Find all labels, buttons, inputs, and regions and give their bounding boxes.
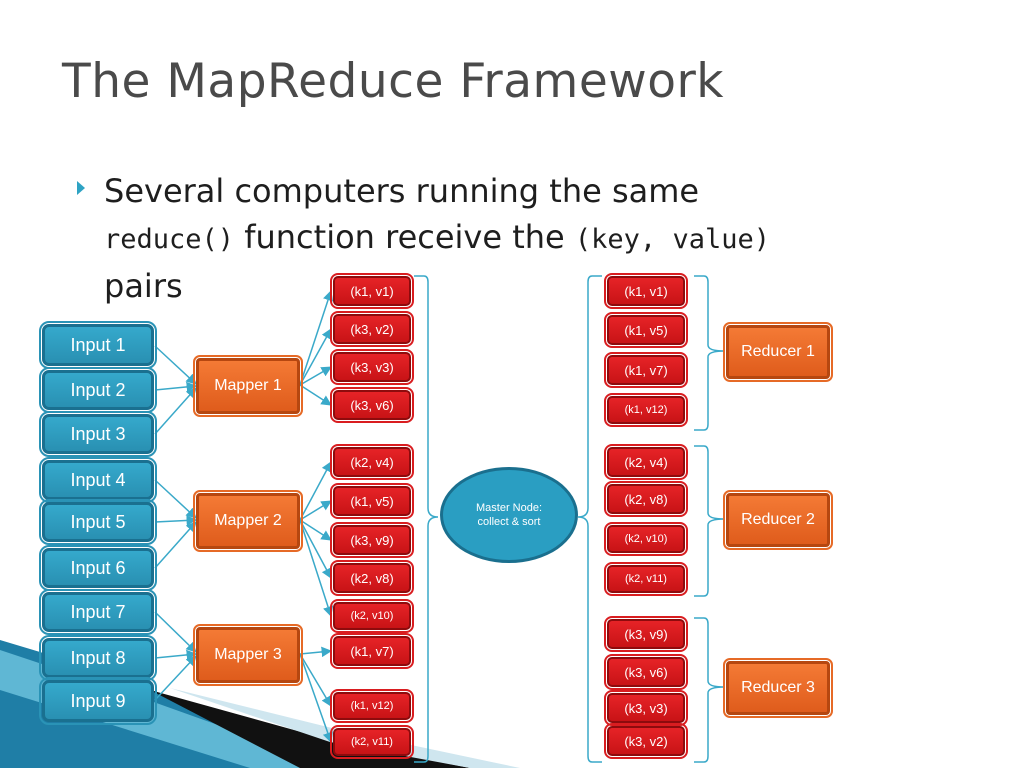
input-box: Input 9 (39, 677, 157, 725)
input-box: Input 1 (39, 321, 157, 369)
mapper-output-pair: (k1, v7) (330, 633, 414, 669)
mapper-output-pair: (k2, v10) (330, 599, 414, 633)
input-box: Input 2 (39, 367, 157, 413)
bullet-text-part-2: function receive the (234, 218, 575, 256)
sorted-pair: (k2, v4) (604, 444, 688, 480)
sorted-pair: (k3, v3) (604, 690, 688, 726)
mapper-output-pair: (k2, v11) (330, 725, 414, 759)
mapper-output-pair: (k3, v2) (330, 311, 414, 347)
input-box: Input 6 (39, 545, 157, 591)
mapper-output-pair: (k2, v4) (330, 444, 414, 480)
master-node-label-line-1: Master Node: (475, 502, 543, 514)
mapper-box: Mapper 1 (193, 355, 303, 417)
bullet-code-reduce: reduce() (104, 224, 235, 255)
sorted-pair: (k1, v5) (604, 312, 688, 348)
mapper-box: Mapper 3 (193, 624, 303, 686)
sorted-pair: (k1, v12) (604, 393, 688, 427)
master-node: Master Node: collect & sort (440, 467, 578, 563)
sorted-pair: (k2, v10) (604, 522, 688, 556)
input-box: Input 8 (39, 635, 157, 681)
page-title: The MapReduce Framework (62, 54, 724, 109)
input-box: Input 4 (39, 457, 157, 503)
bullet-text-part-3: pairs (104, 267, 183, 305)
sorted-pair: (k1, v1) (604, 273, 688, 309)
mapper-box: Mapper 2 (193, 490, 303, 552)
input-box: Input 5 (39, 499, 157, 545)
sorted-pair: (k3, v2) (604, 723, 688, 759)
bullet-arrow-icon (77, 181, 85, 195)
mapper-output-pair: (k1, v1) (330, 273, 414, 309)
mapper-output-pair: (k3, v6) (330, 387, 414, 423)
reducer-box: Reducer 1 (723, 322, 833, 382)
bullet-text: Several computers running the same reduc… (104, 168, 944, 309)
reducer-box: Reducer 3 (723, 658, 833, 718)
mapper-output-pair: (k2, v8) (330, 560, 414, 596)
master-node-label-line-2: collect & sort (477, 516, 541, 528)
sorted-pair: (k3, v6) (604, 654, 688, 690)
input-box: Input 3 (39, 411, 157, 457)
sorted-pair: (k1, v7) (604, 352, 688, 388)
sorted-pair: (k2, v11) (604, 562, 688, 596)
bullet-text-part-1: Several computers running the same (104, 172, 700, 210)
sorted-pair: (k3, v9) (604, 616, 688, 652)
input-box: Input 7 (39, 589, 157, 635)
mapper-output-pair: (k1, v12) (330, 689, 414, 723)
mapper-output-pair: (k1, v5) (330, 483, 414, 519)
mapper-output-pair: (k3, v9) (330, 522, 414, 558)
mapper-output-pair: (k3, v3) (330, 349, 414, 385)
sorted-pair: (k2, v8) (604, 481, 688, 517)
bullet-code-key-value: (key, value) (574, 224, 770, 255)
reducer-box: Reducer 2 (723, 490, 833, 550)
